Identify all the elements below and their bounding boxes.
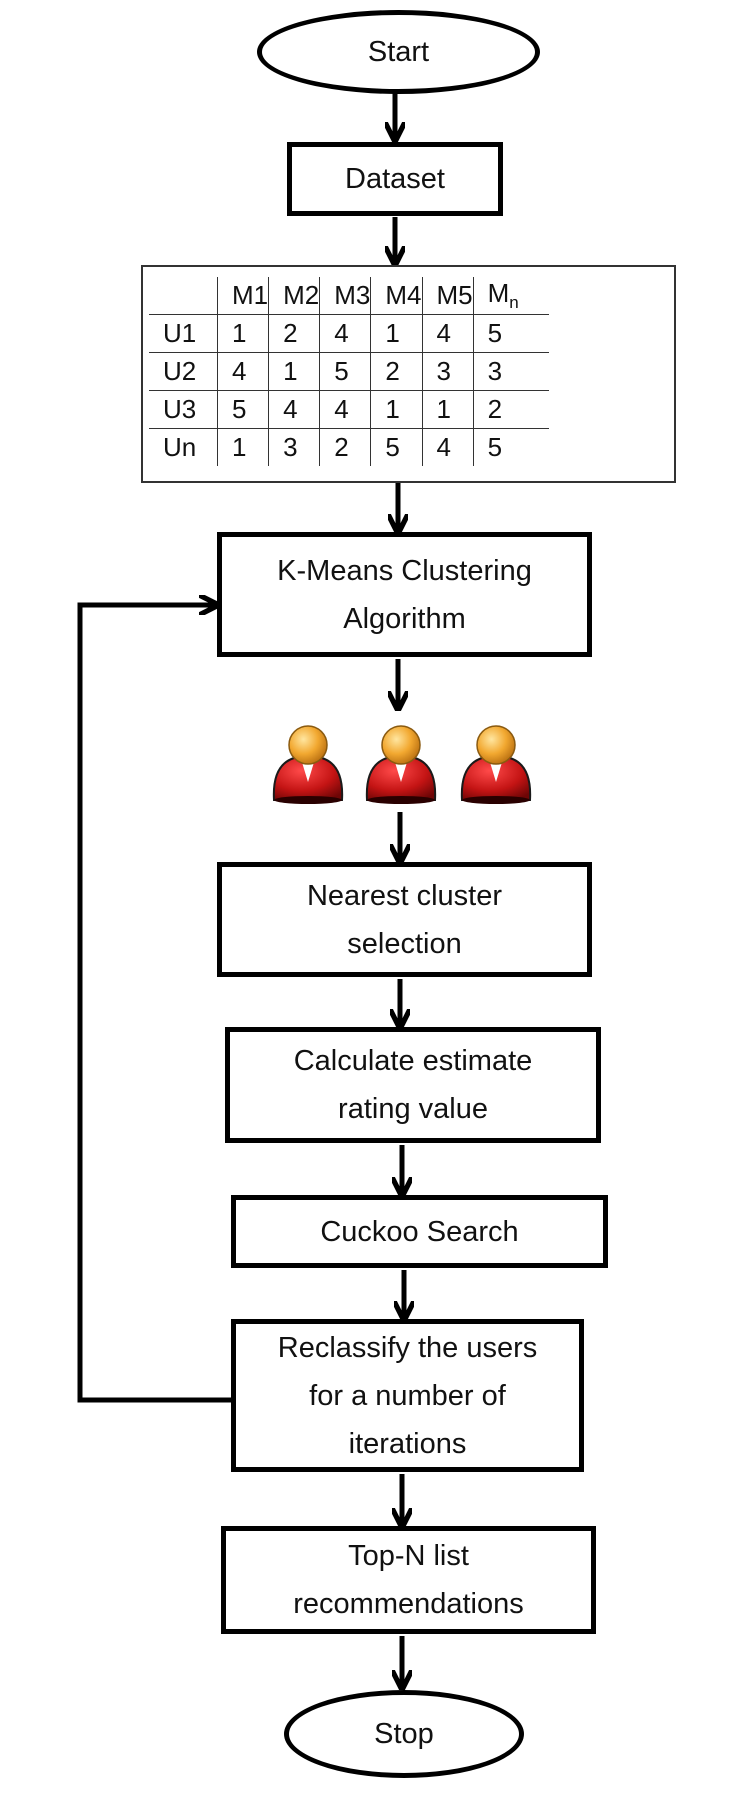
table-cell: 2 <box>370 352 423 391</box>
reclassify-label-line3: iterations <box>348 1427 467 1460</box>
cuckoo-label: Cuckoo Search <box>320 1215 519 1248</box>
row-label-cell: U3 <box>149 390 218 429</box>
table-header-cell: M2 <box>268 277 321 315</box>
table-cell: 4 <box>421 314 474 353</box>
arrows <box>77 87 404 1686</box>
table-cell: 4 <box>216 352 270 391</box>
dataset-label: Dataset <box>345 163 445 195</box>
rating-matrix: M1 M2 M3 M4 M5 Mn U1 1 2 4 1 4 5 U2 4 1 … <box>141 265 676 483</box>
table-cell: 5 <box>216 390 270 429</box>
table-header-cell: M3 <box>319 277 372 315</box>
calculate-label-line2: rating value <box>338 1093 488 1125</box>
table-cell: 1 <box>216 314 270 353</box>
table-cell: 5 <box>472 314 549 353</box>
reclassify-label-line1: Reclassify the users <box>277 1331 538 1364</box>
calculate-label-line1: Calculate estimate <box>293 1045 533 1077</box>
row-label-cell: U2 <box>149 352 218 391</box>
rating-matrix-table: M1 M2 M3 M4 M5 Mn U1 1 2 4 1 4 5 U2 4 1 … <box>149 277 549 466</box>
table-cell: 2 <box>319 428 372 466</box>
table-row: Un 1 3 2 5 4 5 <box>149 428 549 466</box>
start-node: Start <box>257 10 540 94</box>
kmeans-label-line1: K-Means Clustering <box>277 554 532 587</box>
user-icon <box>460 725 532 804</box>
table-cell: 4 <box>421 428 474 466</box>
calculate-rating-node: Calculate estimate rating value <box>225 1027 601 1143</box>
table-cell: 3 <box>268 428 321 466</box>
row-label-cell: Un <box>149 428 218 466</box>
table-cell: 1 <box>370 314 423 353</box>
nearest-label-line1: Nearest cluster <box>306 879 502 912</box>
table-cell: 3 <box>472 352 549 391</box>
table-row: U2 4 1 5 2 3 3 <box>149 352 549 391</box>
topn-node: Top-N list recommendations <box>221 1526 596 1634</box>
table-row: U3 5 4 4 1 1 2 <box>149 390 549 429</box>
table-header-cell: M5 <box>421 277 474 315</box>
header-mn-base: M <box>487 277 510 308</box>
table-cell: 1 <box>216 428 270 466</box>
header-mn-subscript: n <box>509 293 519 313</box>
table-cell: 1 <box>370 390 423 429</box>
user-group <box>272 725 532 804</box>
table-cell <box>149 277 218 315</box>
table-cell: 1 <box>421 390 474 429</box>
user-icon <box>365 725 437 804</box>
start-label: Start <box>367 36 430 68</box>
table-cell: 2 <box>472 390 549 429</box>
table-header-cell: M4 <box>370 277 423 315</box>
feedback-loop-arrow <box>77 605 231 1403</box>
table-header-cell: Mn <box>472 277 549 315</box>
table-cell: 1 <box>268 352 321 391</box>
stop-label: Stop <box>374 1718 434 1750</box>
table-cell: 3 <box>421 352 474 391</box>
table-cell: 2 <box>268 314 321 353</box>
table-row: U1 1 2 4 1 4 5 <box>149 314 549 353</box>
topn-label-line1: Top-N list <box>348 1540 469 1572</box>
nearest-label-line2: selection <box>347 927 462 960</box>
row-label-cell: U1 <box>149 314 218 353</box>
dataset-node: Dataset <box>287 142 503 216</box>
table-cell: 5 <box>370 428 423 466</box>
user-icon <box>272 725 344 804</box>
table-cell: 4 <box>319 314 372 353</box>
reclassify-label-line2: for a number of <box>309 1379 506 1412</box>
reclassify-node: Reclassify the users for a number of ite… <box>231 1319 584 1472</box>
cuckoo-search-node: Cuckoo Search <box>231 1195 608 1268</box>
table-row: M1 M2 M3 M4 M5 Mn <box>149 277 549 315</box>
topn-label-line2: recommendations <box>293 1588 524 1620</box>
nearest-cluster-node: Nearest cluster selection <box>217 862 592 977</box>
table-cell: 4 <box>268 390 321 429</box>
table-cell: 4 <box>319 390 372 429</box>
stop-node: Stop <box>284 1690 524 1778</box>
table-cell: 5 <box>472 428 549 466</box>
kmeans-node: K-Means Clustering Algorithm <box>217 532 592 657</box>
table-cell: 5 <box>319 352 372 391</box>
table-header-cell: M1 <box>216 277 270 315</box>
kmeans-label-line2: Algorithm <box>343 602 466 635</box>
